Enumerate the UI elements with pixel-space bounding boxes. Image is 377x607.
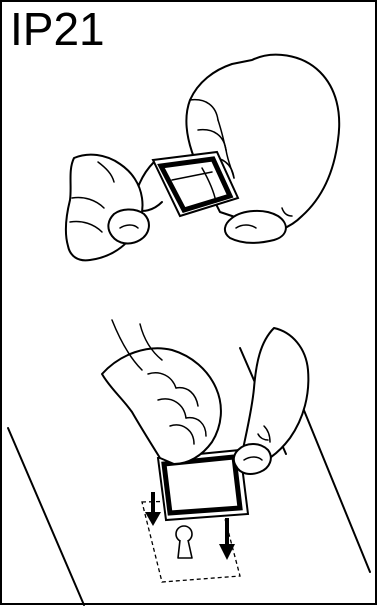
keyhole-icon [176, 526, 192, 558]
right-thumb-lower [234, 444, 271, 474]
left-index-finger [108, 210, 149, 244]
down-arrow-left-icon [145, 492, 161, 526]
step-1-peel-illustration [66, 55, 339, 261]
down-arrow-right-icon [219, 518, 235, 560]
left-hand-lower [102, 348, 221, 464]
step-2-apply-illustration [8, 320, 370, 605]
device-left-edge [8, 428, 84, 605]
